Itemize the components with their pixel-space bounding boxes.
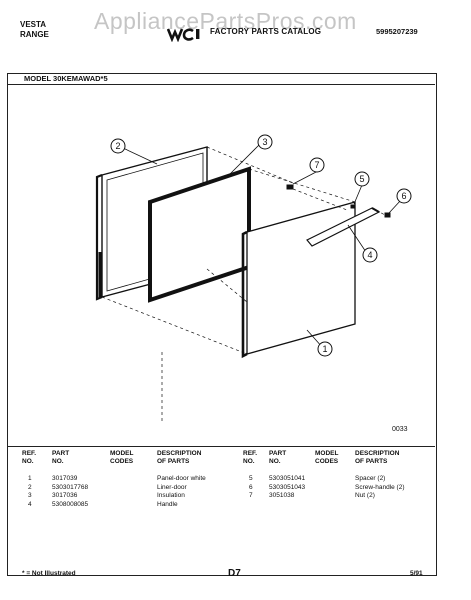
svg-text:7: 7 — [314, 160, 319, 170]
header-model-codes: MODEL CODES — [110, 450, 134, 465]
table-cell: Insulation — [157, 492, 185, 499]
spacer-part — [350, 204, 356, 209]
nut-part — [286, 184, 294, 190]
svg-text:3: 3 — [262, 137, 267, 147]
wci-logo — [167, 28, 200, 42]
svg-text:2: 2 — [115, 141, 120, 151]
table-cell: 3051038 — [269, 492, 295, 499]
table-cell: 2 — [28, 483, 32, 491]
page-number: D7 — [228, 568, 241, 579]
catalog-number: 5995207239 — [376, 27, 418, 36]
table-cell: 1 — [28, 475, 32, 482]
ref-col: 5 6 7 — [249, 475, 253, 501]
callout-1: 1 — [317, 341, 333, 357]
table-cell: Liner-door — [157, 483, 187, 491]
revision-date: 5/91 — [410, 570, 423, 577]
table-cell: Spacer (2) — [355, 475, 386, 482]
header-ref: REF. NO. — [243, 450, 258, 465]
part-col: 3017039 5303017768 3017036 5308008085 — [52, 475, 88, 509]
svg-text:5: 5 — [359, 174, 364, 184]
svg-text:6: 6 — [401, 191, 406, 201]
screw-part — [384, 212, 391, 218]
product-type: RANGE — [20, 30, 49, 39]
table-cell: 7 — [249, 492, 253, 499]
desc-col: Panel-door white Liner-door Insulation H… — [157, 475, 206, 509]
callout-3: 3 — [257, 134, 273, 150]
header-description: DESCRIPTION OF PARTS — [355, 450, 400, 465]
table-cell: Handle — [157, 500, 178, 508]
page-frame — [7, 73, 437, 576]
table-cell: Screw-handle (2) — [355, 483, 405, 491]
header-part: PART NO. — [52, 450, 70, 465]
table-cell: Panel-door white — [157, 475, 206, 482]
header-description: DESCRIPTION OF PARTS — [157, 450, 202, 465]
callout-2: 2 — [110, 138, 126, 154]
svg-text:4: 4 — [367, 250, 372, 260]
parts-table-right: REF. NO. PART NO. MODEL CODES DESCRIPTIO… — [243, 450, 433, 520]
table-cell: 5303017768 — [52, 483, 89, 491]
brand-block: VESTA RANGE — [20, 20, 49, 40]
callout-5: 5 — [354, 171, 370, 187]
table-cell: 5308008085 — [52, 500, 89, 508]
table-cell: 6 — [249, 483, 253, 491]
table-cell: 5 — [249, 475, 253, 482]
panel-door-part — [241, 201, 356, 359]
table-cell: 5303051041 — [269, 475, 306, 482]
callout-6: 6 — [396, 188, 412, 204]
brand-name: VESTA — [20, 20, 47, 29]
table-cell: 3017039 — [52, 475, 78, 482]
watermark: AppliancePartsPros.com — [94, 8, 357, 34]
part-col: 5303051041 5303051043 3051038 — [269, 475, 305, 501]
table-cell: Nut (2) — [355, 492, 375, 499]
catalog-title: FACTORY PARTS CATALOG — [210, 27, 322, 36]
header-model-codes: MODEL CODES — [315, 450, 339, 465]
exploded-parts-diagram: 2 3 7 5 6 4 1 — [95, 134, 412, 422]
parts-table-left: REF. NO. PART NO. MODEL CODES DESCRIPTIO… — [22, 450, 222, 520]
table-cell: 3017036 — [52, 492, 78, 499]
ref-col: 1 2 3 4 — [28, 475, 32, 509]
diagram-code: 0033 — [392, 426, 408, 433]
desc-col: Spacer (2) Screw-handle (2) Nut (2) — [355, 475, 405, 501]
header-ref: REF. NO. — [22, 450, 37, 465]
table-cell: 4 — [28, 500, 32, 508]
svg-text:1: 1 — [322, 344, 327, 354]
table-cell: 3 — [28, 492, 32, 499]
model-number: MODEL 30KEMAWAD*5 — [24, 74, 108, 83]
callout-7: 7 — [309, 157, 325, 173]
callout-4: 4 — [362, 247, 378, 263]
header-part: PART NO. — [269, 450, 287, 465]
divider — [7, 84, 435, 85]
table-divider — [7, 446, 435, 447]
not-illustrated-note: * = Not Illustrated — [22, 570, 76, 577]
table-cell: 5303051043 — [269, 483, 306, 491]
